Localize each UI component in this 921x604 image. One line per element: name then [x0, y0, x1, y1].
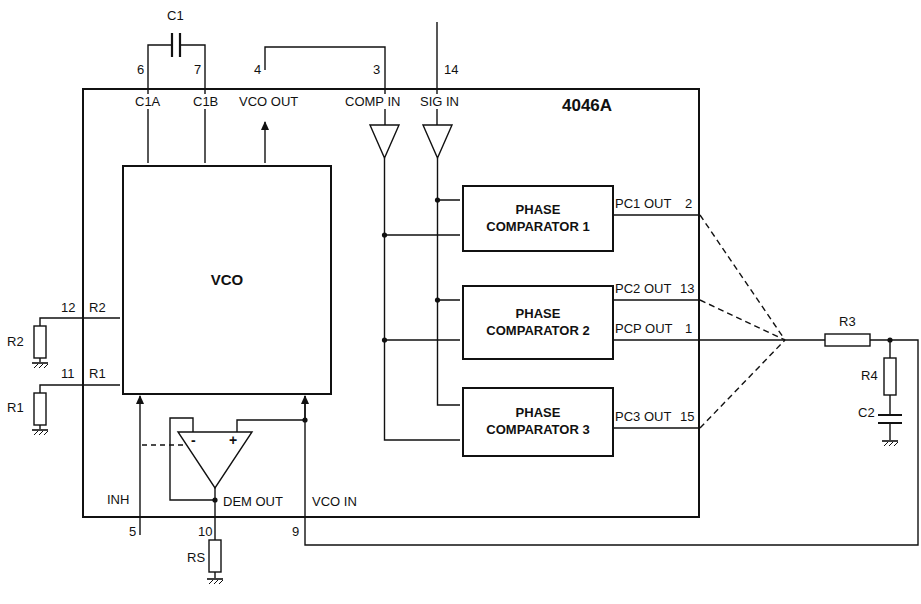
resistor-symbol — [34, 326, 46, 358]
signal-label: R3 — [838, 314, 857, 329]
resistor-symbol — [884, 358, 896, 395]
pin-number: 15 — [679, 409, 695, 424]
pin-number: 14 — [443, 62, 459, 77]
signal-label: COMP IN — [344, 94, 401, 109]
block-label: VCO — [211, 270, 244, 290]
pin-number: 13 — [679, 281, 695, 296]
opamp-feedback — [170, 418, 215, 500]
buffer-symbol — [423, 125, 452, 158]
pin-number: 3 — [372, 62, 381, 77]
pin-number: 10 — [197, 524, 213, 539]
filter-wire — [305, 340, 918, 545]
ground-symbol — [32, 430, 48, 435]
signal-label: R2 — [88, 300, 107, 315]
opamp-symbol — [178, 432, 252, 488]
signal-label: C1 — [166, 8, 185, 23]
signal-label: + — [228, 433, 238, 448]
vco-in-wire — [304, 396, 305, 420]
resistor-symbol — [209, 540, 221, 572]
ground-symbol — [207, 579, 223, 584]
opamp-plus-wire — [237, 420, 305, 432]
inh-wire — [139, 396, 140, 535]
vco-block: VCO — [122, 165, 332, 395]
signal-label: - — [190, 433, 197, 448]
phase-comparator-box: PHASE COMPARATOR 2 — [462, 285, 614, 360]
pin-number: 12 — [60, 300, 76, 315]
signal-label: C1A — [134, 94, 161, 109]
pin-number: 2 — [684, 196, 693, 211]
comp-in-bus — [385, 158, 461, 440]
vco-out-loop — [265, 47, 385, 125]
signal-label: R1 — [88, 366, 107, 381]
pin-number: 6 — [136, 62, 145, 77]
pin-number: 7 — [193, 62, 202, 77]
capacitor-symbol — [172, 33, 180, 57]
ground-symbol — [32, 363, 48, 368]
option-dashed-link — [700, 215, 785, 428]
ic-outline: 4046A VCO PHASE COMPARATOR 1 PHASE COMPARAT… — [82, 88, 700, 518]
pin-number: 1 — [684, 321, 693, 336]
signal-label: PC1 OUT — [614, 196, 672, 211]
block-label: PHASE COMPARATOR 1 — [468, 202, 608, 236]
resistor-symbol — [825, 334, 870, 346]
pin-number: 4 — [253, 62, 262, 77]
signal-label: INH — [106, 492, 130, 507]
signal-label: C2 — [857, 405, 876, 420]
signal-label: R2 — [6, 334, 25, 349]
signal-label: PCP OUT — [614, 321, 674, 336]
capacitor-symbol — [878, 415, 902, 423]
pc-out-wire — [610, 215, 785, 428]
signal-label: RS — [186, 550, 206, 565]
phase-comparator-box: PHASE COMPARATOR 3 — [462, 387, 614, 457]
signal-label: C1B — [192, 94, 219, 109]
block-label: PHASE COMPARATOR 2 — [468, 306, 608, 340]
phase-comparator-box: PHASE COMPARATOR 1 — [462, 185, 614, 252]
pin-number: 5 — [128, 524, 137, 539]
sig-in-bus — [438, 158, 461, 405]
resistor-symbol — [34, 393, 46, 425]
signal-label: PC2 OUT — [614, 281, 672, 296]
signal-label: PC3 OUT — [614, 409, 672, 424]
signal-label: SIG IN — [419, 94, 460, 109]
r1-wire — [40, 385, 120, 429]
signal-label: VCO IN — [311, 494, 358, 509]
block-label: PHASE COMPARATOR 3 — [468, 405, 608, 439]
ground-symbol — [882, 441, 898, 446]
r4-c2-wire — [889, 340, 890, 440]
r2-wire — [40, 318, 120, 362]
signal-label: R4 — [860, 368, 879, 383]
vco-out-wire — [264, 122, 265, 163]
signal-label: R1 — [6, 400, 25, 415]
pin-number: 9 — [291, 524, 300, 539]
buffer-symbol — [370, 125, 399, 158]
pin-number: 11 — [60, 366, 76, 381]
signal-label: DEM OUT — [222, 494, 284, 509]
inhibit-dashed-link — [142, 444, 185, 445]
chip-name: 4046A — [562, 96, 612, 116]
sig-in-wire — [436, 22, 437, 125]
signal-label: VCO OUT — [238, 94, 299, 109]
